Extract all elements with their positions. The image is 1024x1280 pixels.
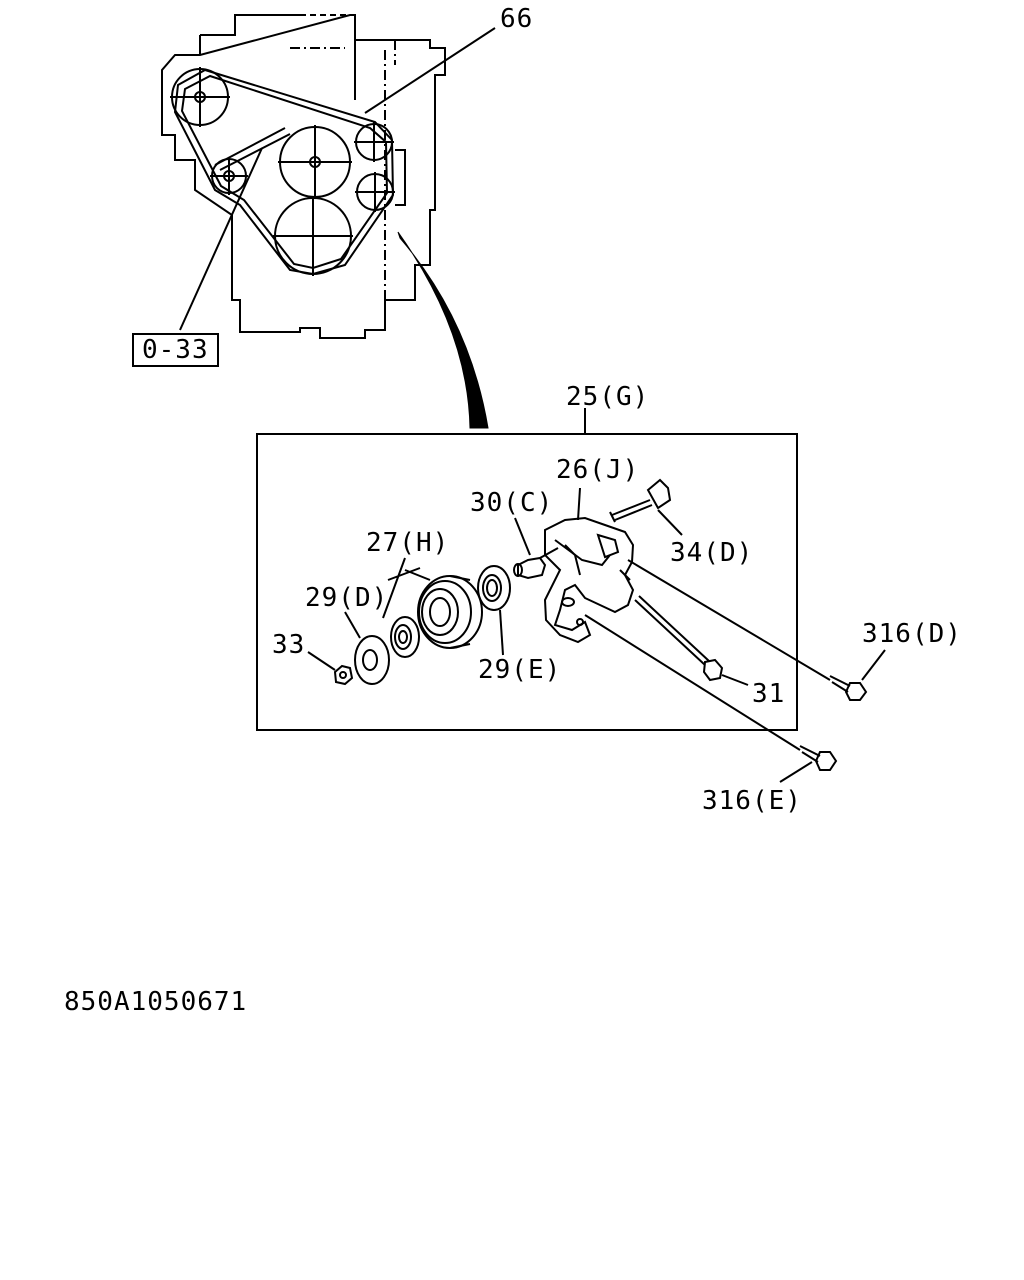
bolt-316e <box>799 745 838 771</box>
leader-33 <box>307 651 336 671</box>
figure-code: 850A1050671 <box>64 987 248 1017</box>
nut-33 <box>333 664 354 686</box>
leader-316e <box>779 761 813 783</box>
leader-29e <box>499 609 504 656</box>
leader-316d-line <box>627 559 831 681</box>
washer-29e <box>477 565 511 611</box>
label-belt: 66 <box>500 4 534 34</box>
label-pulley: 27(H) <box>366 528 450 558</box>
engine-outline <box>161 14 446 339</box>
label-washer-29e: 29(E) <box>478 655 562 685</box>
shaft-30c <box>513 547 559 580</box>
leader-316e-line <box>584 614 801 751</box>
label-washer-29d: 29(D) <box>305 583 389 613</box>
idler-pulley <box>417 575 483 649</box>
bolt-34d <box>609 478 672 523</box>
leader-30c <box>514 517 531 556</box>
leader-26j <box>577 487 581 521</box>
label-bolt-316e: 316(E) <box>702 786 802 816</box>
leader-31 <box>721 674 749 686</box>
tensioner-bracket <box>543 516 635 644</box>
leader-27h <box>382 557 431 619</box>
label-shaft: 30(C) <box>470 488 554 518</box>
washer-29d <box>354 635 390 685</box>
pulleys <box>170 67 395 276</box>
label-adjust-bolt: 31 <box>752 679 786 709</box>
label-bolt-34d: 34(D) <box>670 538 754 568</box>
leader-29d <box>344 611 361 639</box>
drive-belt <box>173 68 395 276</box>
detail-box <box>256 433 798 731</box>
label-bolt-316d: 316(D) <box>862 619 962 649</box>
bolt-316d <box>829 675 868 701</box>
label-assembly: 25(G) <box>566 382 650 412</box>
bearing <box>390 616 420 658</box>
leader-316d <box>861 649 886 681</box>
leader-34d <box>657 509 683 536</box>
reference-box[interactable]: 0-33 <box>132 333 219 367</box>
label-bracket: 26(J) <box>556 455 640 485</box>
label-nut-33: 33 <box>272 630 306 660</box>
adjust-bolt-31 <box>634 595 724 682</box>
detail-arrow <box>397 231 489 429</box>
top-leaders <box>179 27 496 331</box>
